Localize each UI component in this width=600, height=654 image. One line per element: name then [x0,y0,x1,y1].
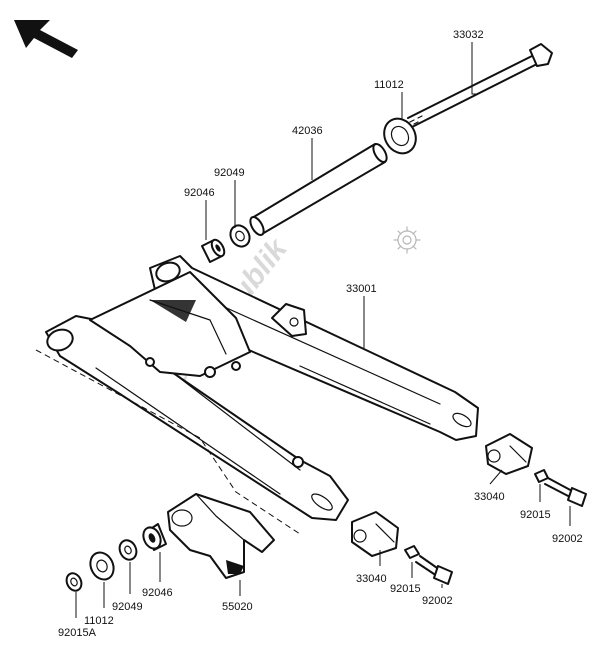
needle-bearing-bottom [142,523,167,551]
nut-left [404,545,420,559]
collar-bottom [118,539,138,561]
label-92015-right: 92015 [520,509,551,521]
label-33032: 33032 [453,29,484,41]
adjuster-bolt-right [544,477,587,507]
label-11012-top: 11012 [374,79,404,91]
cap-92015a [65,572,83,592]
nut-right [534,469,549,483]
label-42036: 42036 [292,125,323,137]
leader-lines [75,42,571,618]
part-labels: 33032 11012 42036 92049 92046 33001 3304… [58,29,583,639]
label-33040-bottom: 33040 [356,573,387,585]
swingarm [35,255,479,535]
label-92015-bottom: 92015 [390,583,421,595]
arrow-up-left-icon [14,20,78,58]
needle-bearing-top [201,238,226,263]
label-92002-right: 92002 [552,533,583,545]
pivot-sleeve [249,142,388,237]
gear-icon [393,226,421,254]
oil-seal-top [383,117,417,155]
label-33040-right: 33040 [474,491,505,503]
label-92046-top: 92046 [184,187,215,199]
label-92015a: 92015A [58,627,97,639]
label-92049-bottom: 92049 [112,601,143,613]
label-92049-top: 92049 [214,167,245,179]
adjuster-bolt-left [415,555,453,585]
chain-adjuster-left [351,511,399,557]
label-92046-bottom: 92046 [142,587,173,599]
chain-guard [167,493,275,579]
chain-adjuster-right [485,433,533,475]
label-92002-bottom: 92002 [422,595,453,607]
collar-top [229,224,251,248]
label-33001: 33001 [346,283,377,295]
label-55020: 55020 [222,601,253,613]
pivot-bolt [407,43,553,128]
label-11012-bottom: 11012 [84,615,114,627]
oil-seal-bottom [89,551,115,581]
